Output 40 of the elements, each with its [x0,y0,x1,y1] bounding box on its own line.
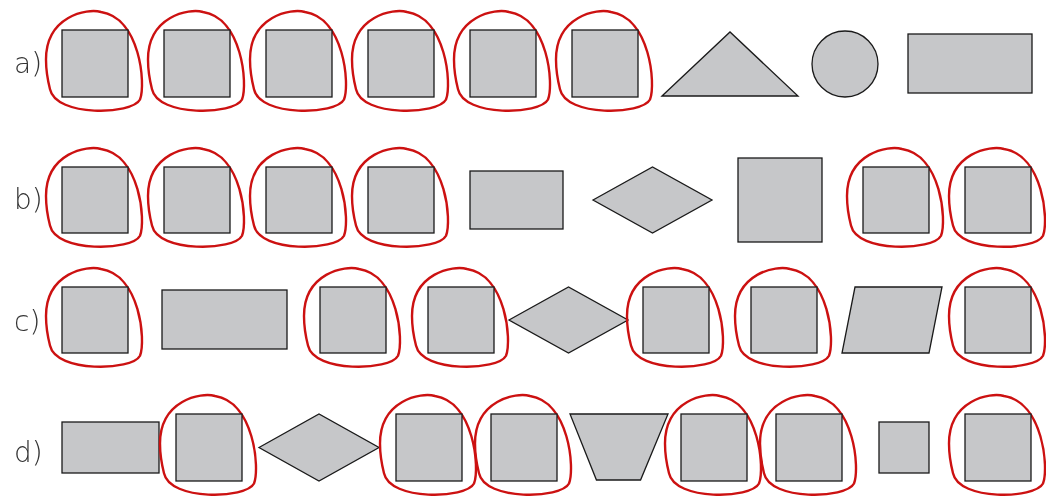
rectangle-shape [161,289,288,350]
triangle-shape [660,31,800,97]
square-shape [878,421,930,474]
square-shape [571,29,639,98]
trapezoid-shape [569,413,669,481]
square-shape [61,166,129,234]
square-shape [265,29,333,98]
square-shape [61,286,129,354]
diamond-shape [257,413,381,482]
square-shape [163,29,231,98]
rectangle-shape [469,170,564,230]
square-shape [367,166,435,234]
square-shape [61,29,129,98]
square-shape [775,413,843,482]
square-shape [469,29,537,98]
square-shape [964,166,1032,234]
square-shape [642,286,710,354]
square-shape [964,413,1032,482]
row-label: c) [14,308,41,336]
square-shape [163,166,231,234]
rectangle-shape [61,421,160,474]
circle-shape [811,30,879,98]
square-shape [490,413,558,482]
square-shape [737,157,823,243]
square-shape [862,166,930,234]
square-shape [750,286,818,354]
square-shape [175,413,243,482]
square-shape [367,29,435,98]
parallelogram-shape [841,286,943,354]
row-label: b) [14,186,43,214]
square-shape [395,413,463,482]
row-label: d) [14,439,43,467]
square-shape [265,166,333,234]
square-shape [427,286,495,354]
square-shape [319,286,387,354]
row-label: a) [14,50,43,78]
rectangle-shape [907,33,1033,94]
square-shape [964,286,1032,354]
diamond-shape [591,166,714,234]
square-shape [680,413,748,482]
